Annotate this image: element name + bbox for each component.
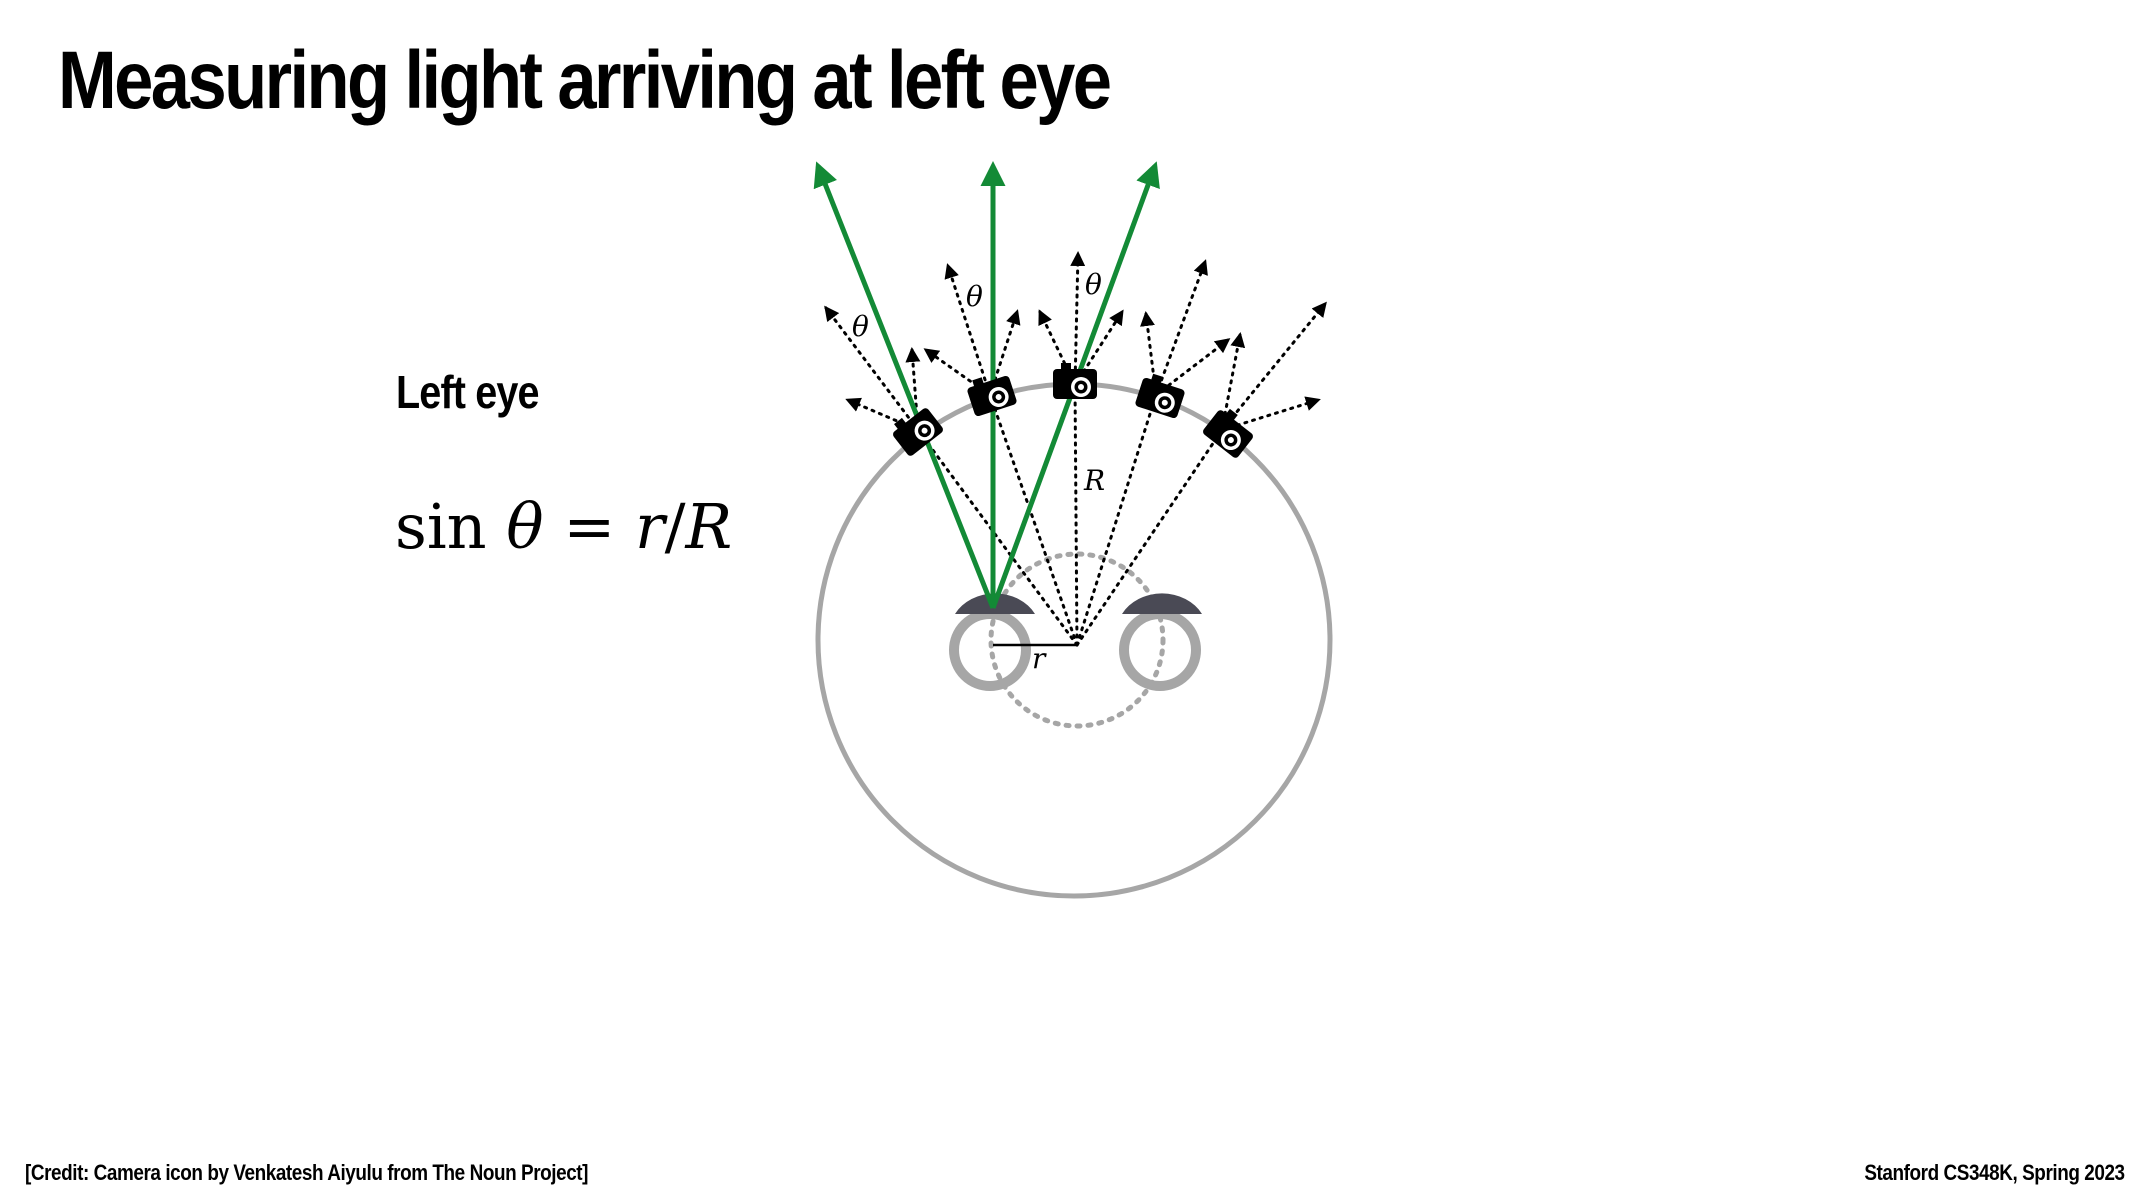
radius-rays <box>916 383 1224 647</box>
course-footer: Stanford CS348K, Spring 2023 <box>1864 1160 2126 1185</box>
equation-theta: θ <box>506 490 544 563</box>
equation-slash: / <box>664 490 686 563</box>
equation-R: R <box>685 490 733 563</box>
left-eye-label: Left eye <box>396 366 539 418</box>
equation-r: r <box>635 490 665 563</box>
radius-R-label: R <box>1083 464 1105 497</box>
equation: sin θ = r/R <box>395 490 732 563</box>
radius-r-label: r <box>1032 642 1047 675</box>
equation-sin: sin <box>395 490 487 563</box>
credit-footer: [Credit: Camera icon by Venkatesh Aiyulu… <box>25 1160 589 1185</box>
equation-equals: = <box>563 490 616 563</box>
camera-icon <box>1134 371 1188 420</box>
slide-title: Measuring light arriving at left eye <box>58 35 1112 126</box>
theta-label: θ <box>1085 268 1102 301</box>
head-circle <box>815 381 1333 899</box>
right-eye <box>1119 593 1202 691</box>
theta-label: θ <box>966 280 983 313</box>
theta-label: θ <box>852 310 869 343</box>
